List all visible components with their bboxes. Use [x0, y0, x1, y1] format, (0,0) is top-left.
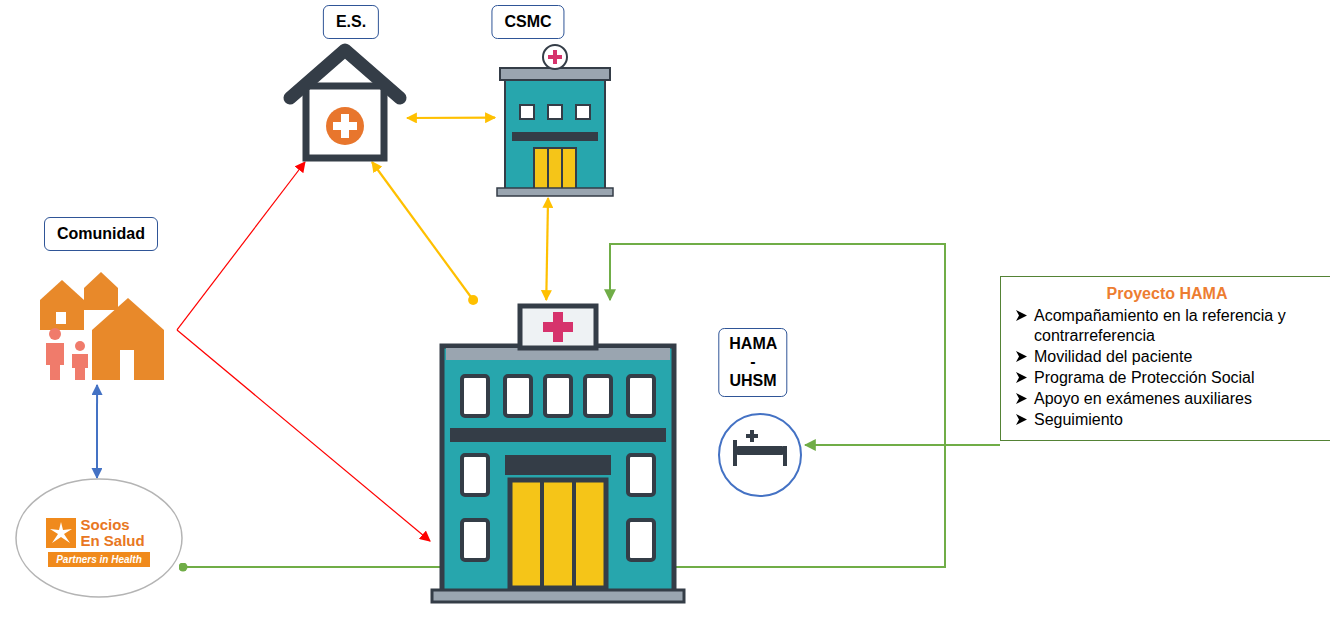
logo-ellipse [16, 479, 182, 597]
mental-health-center-icon [512, 132, 598, 141]
hospital-icon [442, 346, 674, 592]
bullet-text: Programa de Protección Social [1034, 368, 1255, 388]
logo-row: Socios En Salud [46, 517, 153, 549]
hospital-icon [505, 455, 611, 475]
bullet-arrow [1016, 372, 1027, 383]
project-panel: Proyecto HAMA Acompañamiento en la refere… [1000, 276, 1330, 441]
hospital-icon [462, 376, 488, 416]
panel-heading: Proyecto HAMA [1015, 285, 1319, 303]
community-icon [92, 298, 164, 380]
community-icon [40, 280, 84, 330]
bullet-text: Apoyo en exámenes auxiliares [1034, 389, 1252, 409]
bed-icon [719, 414, 801, 496]
node-label: Comunidad [44, 217, 158, 251]
health-post-icon [306, 86, 384, 158]
hospital-icon [572, 480, 576, 588]
hospital-icon [505, 376, 531, 416]
health-post-icon [333, 122, 357, 130]
community-icon [40, 272, 164, 380]
health-post-icon [290, 50, 400, 158]
connector [546, 198, 548, 300]
health-post: E.S. [283, 2, 407, 162]
bullet-arrow [1015, 350, 1028, 363]
bullet-arrow [1016, 414, 1027, 425]
community: Comunidad [25, 215, 177, 385]
hospital-icon [628, 520, 654, 560]
connector [407, 117, 495, 120]
connector [805, 444, 1000, 446]
hospital-icon [432, 590, 684, 602]
community-icon [56, 312, 66, 324]
logo-mark [50, 522, 72, 543]
hospital-icon [432, 306, 684, 602]
hospital-icon [628, 455, 654, 495]
logo-name: Socios En Salud [81, 517, 153, 549]
community-icon [72, 354, 88, 380]
bullet-arrow [1015, 413, 1028, 426]
partner-logo: Socios En SaludPartners in Health [15, 478, 183, 598]
community-icon [46, 343, 64, 380]
bed-icon [719, 414, 801, 496]
bullet-item: Movilidad del paciente [1015, 347, 1319, 367]
node-label: CSMC [491, 5, 564, 39]
hospital-icon [543, 322, 573, 332]
connector [96, 385, 98, 478]
bullet-arrow [1015, 392, 1028, 405]
connector [177, 162, 305, 330]
hospital-icon [628, 376, 654, 416]
mental-health-center-icon [548, 105, 562, 119]
bed-icon [733, 440, 737, 466]
hospital-icon [462, 455, 488, 495]
logo-mark [46, 518, 76, 548]
bullet-arrow [1015, 309, 1028, 322]
logo-tagline: Partners in Health [48, 552, 150, 567]
logo-mark [46, 518, 76, 548]
bullet-arrow [1016, 310, 1027, 321]
bullet-text: Seguimiento [1034, 410, 1123, 430]
community-icon [84, 272, 118, 310]
community-icon [75, 341, 85, 351]
bullet-text: Movilidad del paciente [1034, 347, 1192, 367]
mental-health-center-icon [561, 148, 563, 190]
node-label: E.S. [323, 5, 379, 39]
hospital-icon [450, 428, 666, 442]
mental-health-center-icon [497, 45, 613, 196]
bed-icon [736, 446, 784, 455]
bullet-item: Acompañamiento en la referencia y contra… [1015, 306, 1319, 346]
node-label: HAMA - UHSM [718, 328, 787, 397]
health-post-icon [326, 107, 364, 145]
bed-icon [783, 446, 787, 466]
mental-health-center-icon [547, 148, 549, 190]
hospital-icon [462, 520, 488, 560]
bullet-arrow [1016, 393, 1027, 404]
health-post-icon [290, 50, 400, 98]
bullet-arrow [1016, 351, 1027, 362]
mental-health-center: CSMC [495, 2, 615, 198]
connector [177, 330, 430, 541]
community-icon [49, 328, 61, 340]
connector [372, 162, 473, 300]
mental-health-center-icon [534, 148, 576, 190]
bullet-item: Seguimiento [1015, 410, 1319, 430]
bullet-text: Acompañamiento en la referencia y contra… [1034, 306, 1319, 346]
community-icon [120, 350, 134, 380]
hospital-icon [585, 376, 611, 416]
mental-health-center-icon [520, 105, 534, 119]
hospital-icon [520, 306, 596, 348]
bed-icon [746, 434, 758, 438]
mental-health-center-icon [543, 45, 567, 69]
mental-health-center-icon [576, 105, 590, 119]
bullet-item: Programa de Protección Social [1015, 368, 1319, 388]
bullet-item: Apoyo en exámenes auxiliares [1015, 389, 1319, 409]
hospital-unit: HAMA - UHSM [430, 300, 805, 604]
hospital-icon [545, 376, 571, 416]
mental-health-center-icon [548, 55, 562, 59]
hospital-icon [510, 480, 606, 588]
hospital-icon [540, 480, 544, 588]
mental-health-center-icon [497, 188, 613, 196]
mental-health-center-icon [505, 78, 605, 190]
bullet-arrow [1015, 371, 1028, 384]
